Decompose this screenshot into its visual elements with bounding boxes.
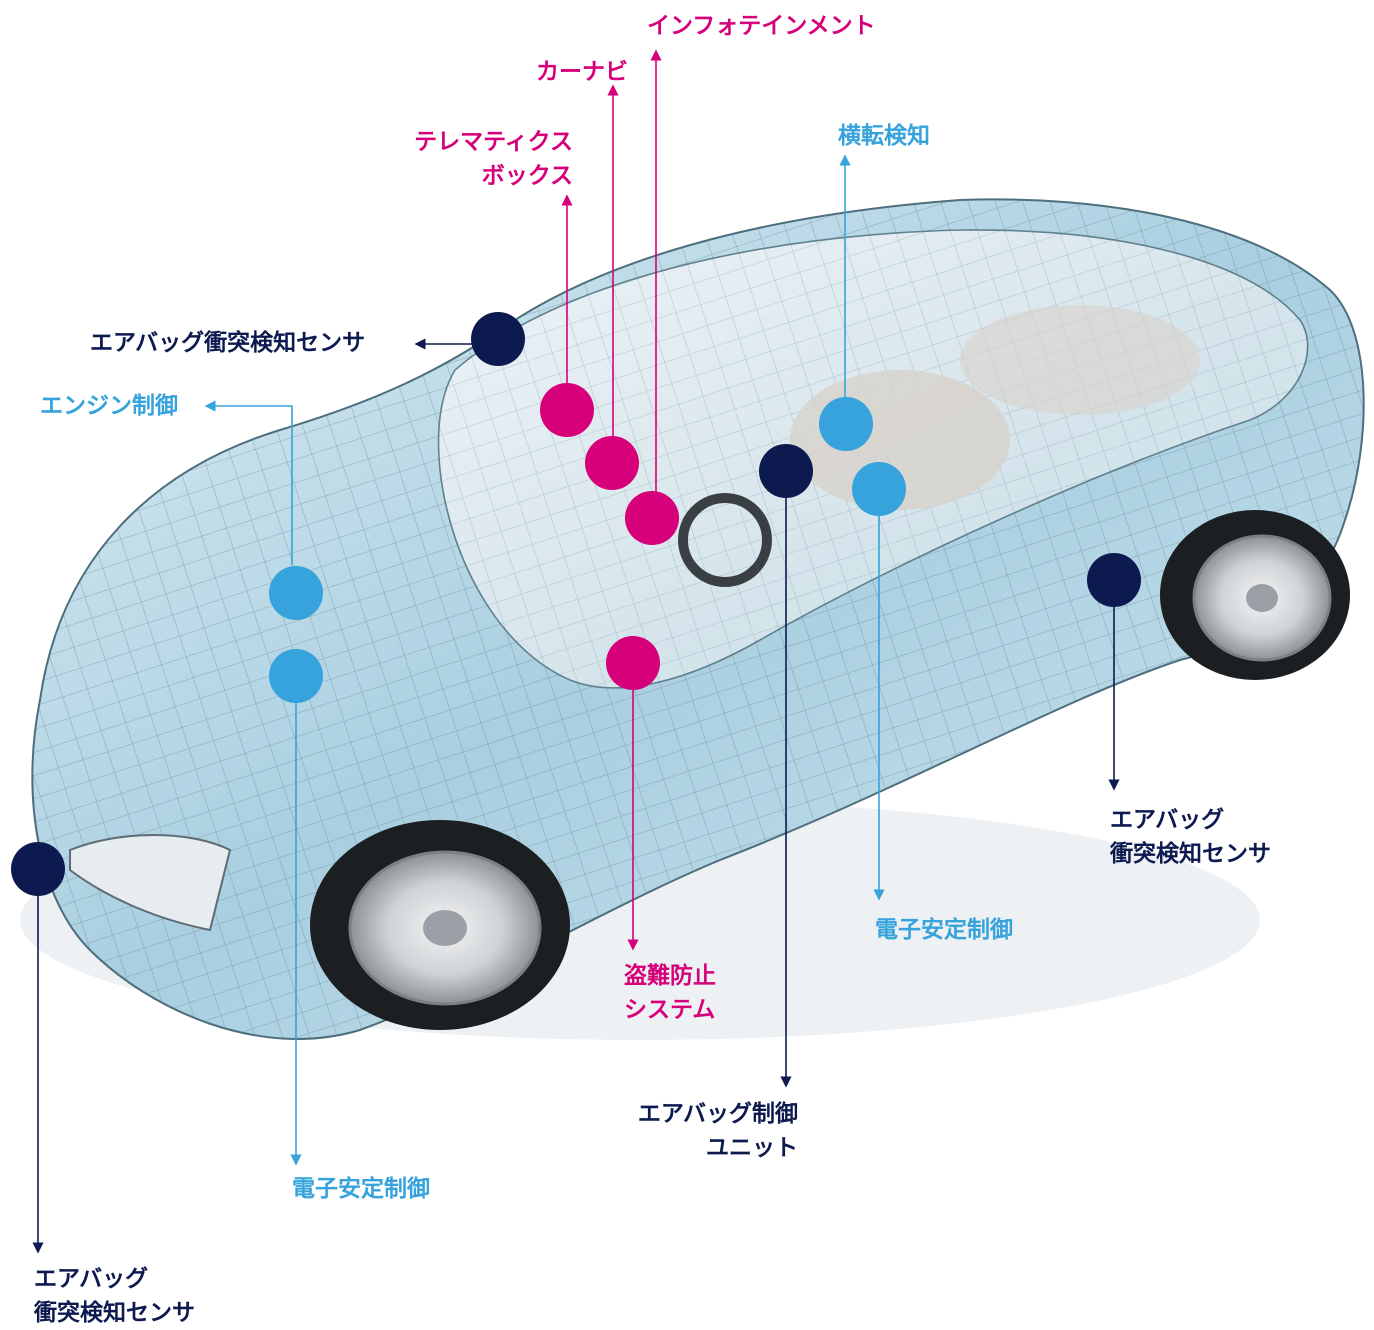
steering-wheel [678,493,772,587]
label-rollover-detection: 横転検知 [838,123,930,149]
dot-infotainment [625,491,679,545]
dot-esc-bottom [269,649,323,703]
dot-airbag-sensor-top [471,312,525,366]
dot-car-navi [585,436,639,490]
dot-telematics [540,383,594,437]
dot-airbag-sensor-bottom [11,842,65,896]
dot-airbag-sensor-right [1087,553,1141,607]
dot-anti-theft [606,636,660,690]
label-esc-right: 電子安定制御 [875,917,1013,943]
seat-rear [960,305,1200,415]
headlight [69,834,232,932]
label-airbag-sensor-bottom: エアバッグ 衝突検知センサ [34,1266,195,1326]
rear-wheel [1160,510,1350,680]
label-telematics-box: テレマティクス ボックス [414,129,573,189]
label-esc-bottom: 電子安定制御 [292,1176,430,1202]
dot-engine-control [269,566,323,620]
dot-esc-right [852,462,906,516]
dot-rollover [819,397,873,451]
front-wheel [310,820,570,1030]
label-infotainment: インフォテインメント [647,13,876,39]
line-engine-control [204,400,293,565]
label-airbag-control-unit: エアバッグ制御 ユニット [637,1101,798,1161]
connector-lines [32,49,1120,1254]
component-dots [11,312,1141,896]
label-engine-control: エンジン制御 [40,393,178,419]
label-car-navi: カーナビ [536,59,628,85]
label-airbag-sensor-right: エアバッグ 衝突検知センサ [1110,807,1271,867]
label-airbag-sensor-top: エアバッグ衝突検知センサ [90,330,366,356]
dot-airbag-control [759,444,813,498]
label-anti-theft: 盗難防止 システム [624,963,716,1023]
car-illustration [20,198,1365,1040]
